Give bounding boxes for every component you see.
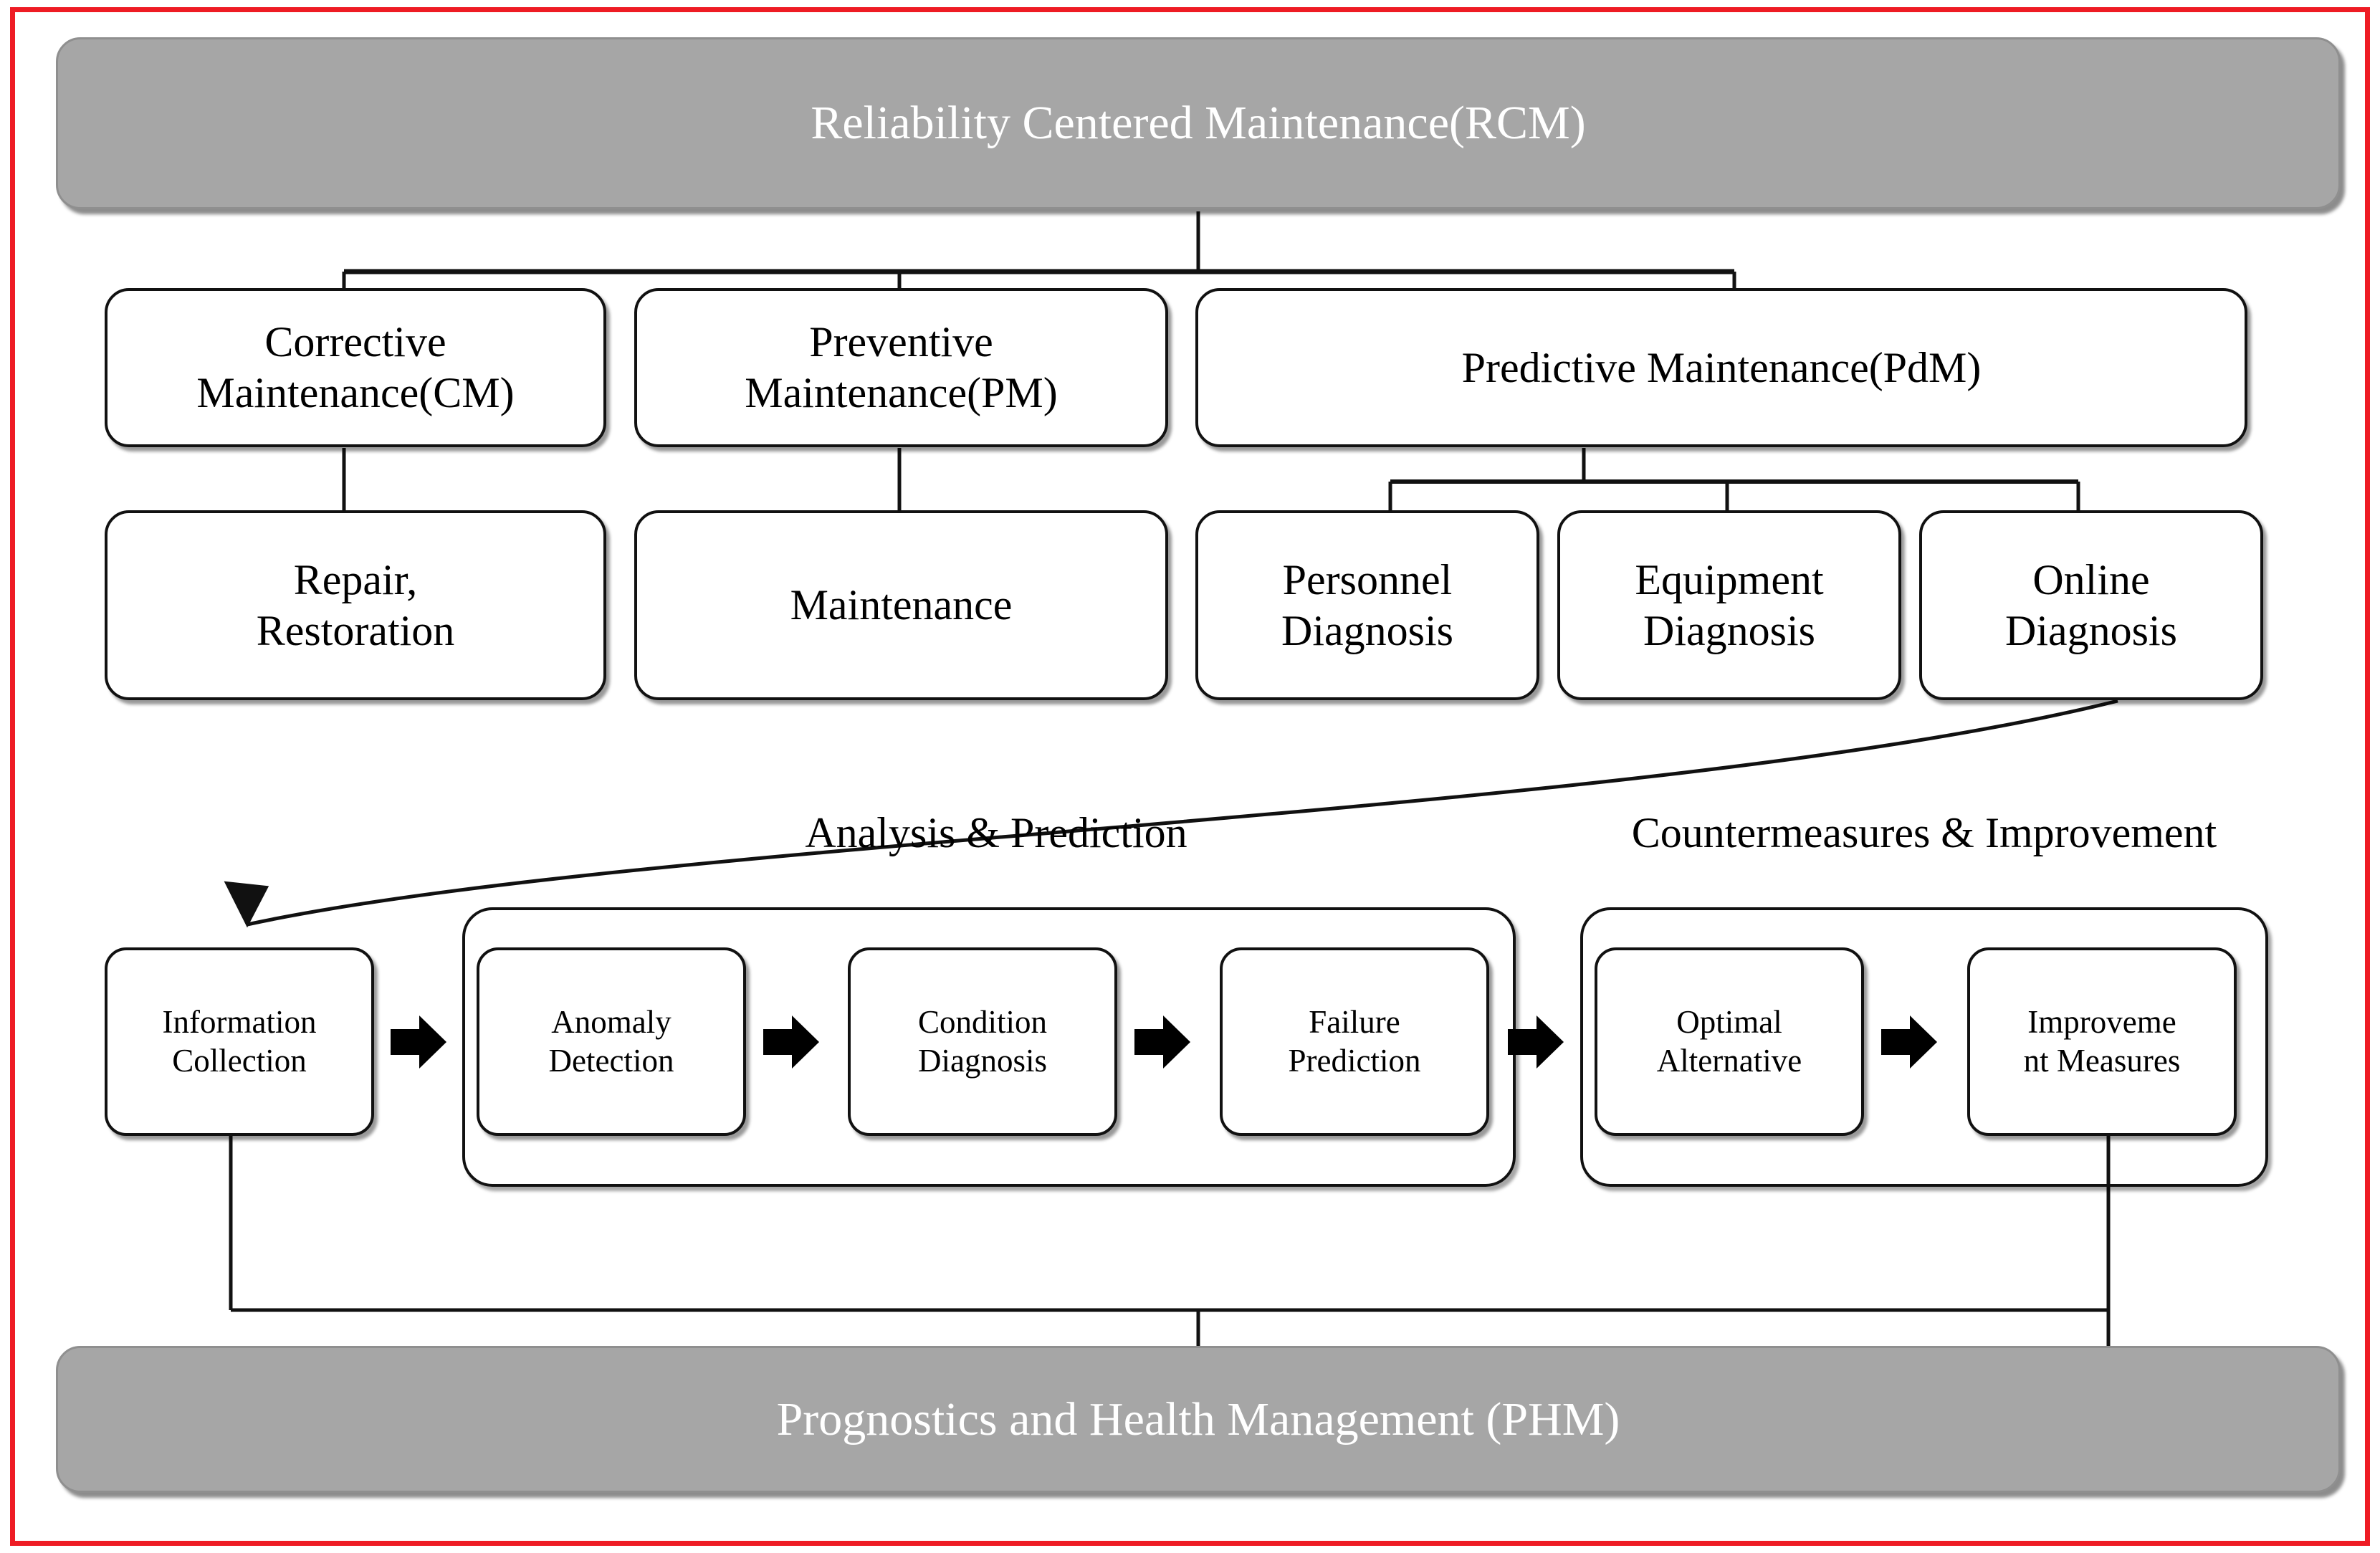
optimal-alternative-line1: Optimal — [1676, 1004, 1782, 1041]
outer-red-frame — [10, 7, 2370, 1546]
rcm-banner-label: Reliability Centered Maintenance(RCM) — [811, 97, 1586, 150]
failure-prediction-line2: Prediction — [1288, 1042, 1421, 1079]
step-optimal-alternative[interactable]: Optimal Alternative — [1595, 947, 1864, 1136]
group-countermeasures-improvement — [1580, 907, 2268, 1187]
preventive-maintenance-line1: Preventive — [809, 318, 993, 366]
repair-restoration-line1: Repair, — [293, 555, 418, 603]
online-diagnosis-line1: Online — [2032, 555, 2150, 603]
equipment-diagnosis-line1: Equipment — [1635, 555, 1824, 603]
improvement-measures-line1: Improveme — [2027, 1004, 2176, 1041]
preventive-maintenance-line2: Maintenance(PM) — [745, 369, 1058, 416]
box-equipment-diagnosis[interactable]: Equipment Diagnosis — [1557, 510, 1901, 700]
optimal-alternative-line2: Alternative — [1656, 1042, 1802, 1079]
condition-diagnosis-line2: Diagnosis — [918, 1042, 1047, 1079]
step-information-collection[interactable]: Information Collection — [105, 947, 374, 1136]
improvement-measures-line2: nt Measures — [2023, 1042, 2181, 1079]
box-personnel-diagnosis[interactable]: Personnel Diagnosis — [1195, 510, 1539, 700]
flow-arrow-3-icon — [1134, 1016, 1190, 1069]
information-collection-line1: Information — [162, 1004, 317, 1041]
condition-diagnosis-line1: Condition — [917, 1004, 1048, 1041]
corrective-maintenance-line1: Corrective — [264, 318, 446, 366]
box-online-diagnosis[interactable]: Online Diagnosis — [1919, 510, 2263, 700]
flow-arrow-4-icon — [1508, 1016, 1564, 1069]
step-condition-diagnosis[interactable]: Condition Diagnosis — [848, 947, 1117, 1136]
flow-arrow-5-icon — [1881, 1016, 1937, 1069]
group-analysis-prediction-label: Analysis & Prediction — [805, 809, 1187, 856]
step-failure-prediction[interactable]: Failure Prediction — [1220, 947, 1489, 1136]
phm-banner-label: Prognostics and Health Management (PHM) — [776, 1392, 1620, 1446]
personnel-diagnosis-line2: Diagnosis — [1281, 606, 1453, 654]
failure-prediction-line1: Failure — [1309, 1004, 1400, 1041]
anomaly-detection-line2: Detection — [548, 1042, 674, 1079]
box-predictive-maintenance[interactable]: Predictive Maintenance(PdM) — [1195, 288, 2247, 447]
flow-arrow-1-icon — [391, 1016, 446, 1069]
box-maintenance[interactable]: Maintenance — [634, 510, 1168, 700]
box-preventive-maintenance[interactable]: Preventive Maintenance(PM) — [634, 288, 1168, 447]
predictive-maintenance-line1: Predictive Maintenance(PdM) — [1461, 343, 1982, 391]
step-anomaly-detection[interactable]: Anomaly Detection — [477, 947, 746, 1136]
anomaly-detection-line1: Anomaly — [551, 1004, 672, 1041]
maintenance-line1: Maintenance — [790, 581, 1013, 629]
box-corrective-maintenance[interactable]: Corrective Maintenance(CM) — [105, 288, 606, 447]
rcm-banner: Reliability Centered Maintenance(RCM) — [56, 37, 2341, 209]
personnel-diagnosis-line1: Personnel — [1282, 555, 1453, 603]
step-improvement-measures[interactable]: Improveme nt Measures — [1967, 947, 2237, 1136]
equipment-diagnosis-line2: Diagnosis — [1643, 606, 1815, 654]
phm-banner: Prognostics and Health Management (PHM) — [56, 1346, 2341, 1493]
box-repair-restoration[interactable]: Repair, Restoration — [105, 510, 606, 700]
flow-arrow-2-icon — [763, 1016, 819, 1069]
information-collection-line2: Collection — [172, 1042, 307, 1079]
online-diagnosis-line2: Diagnosis — [2005, 606, 2177, 654]
repair-restoration-line2: Restoration — [256, 606, 455, 654]
corrective-maintenance-line2: Maintenance(CM) — [196, 369, 515, 416]
group-countermeasures-improvement-label: Countermeasures & Improvement — [1631, 809, 2217, 856]
